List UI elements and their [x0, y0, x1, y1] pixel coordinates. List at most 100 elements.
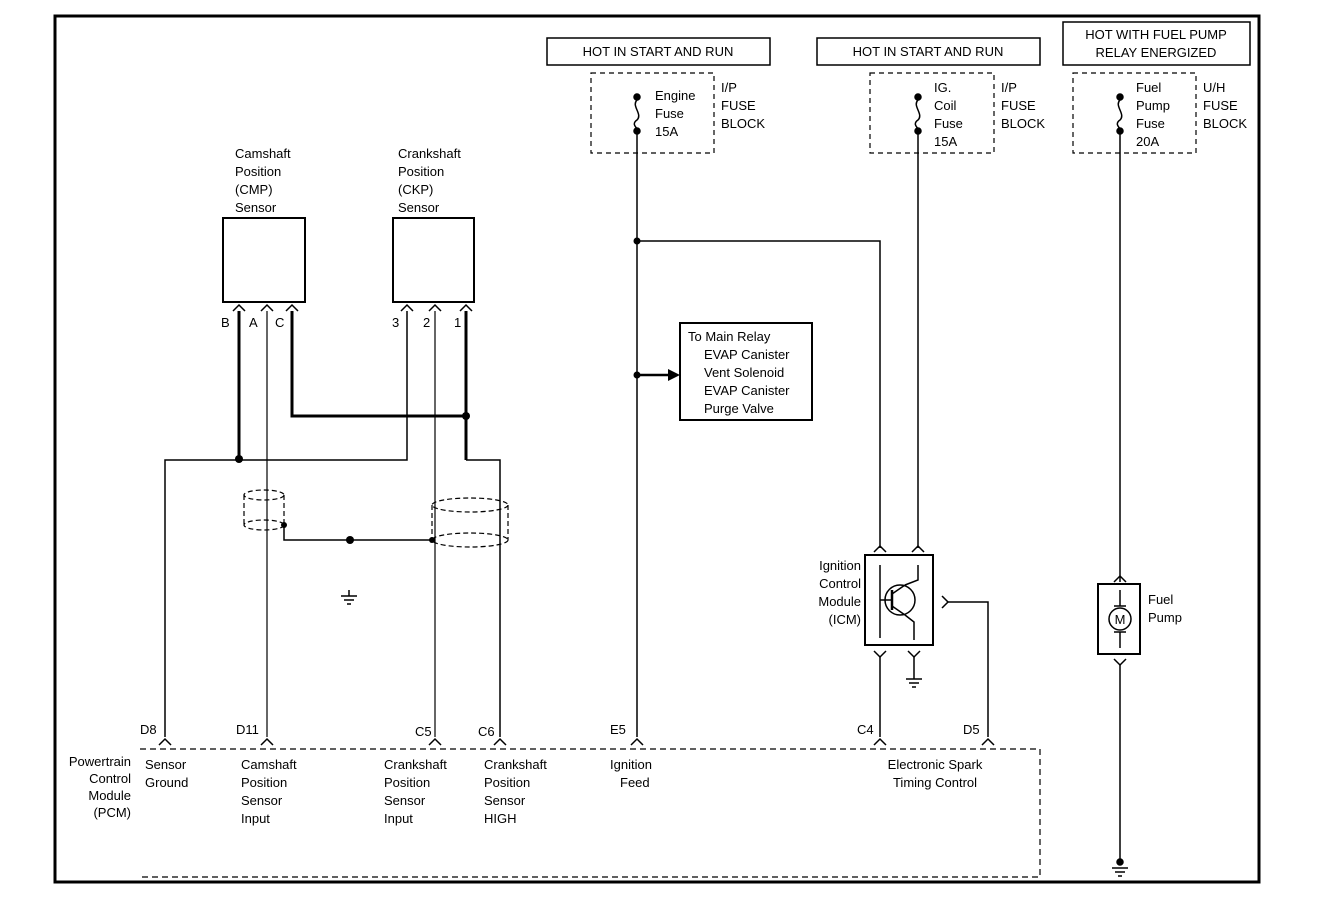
svg-text:IG.: IG. [934, 80, 951, 95]
shield-ckp [431, 497, 509, 548]
cmp-sensor-label: Camshaft Position (CMP) Sensor [235, 146, 291, 215]
svg-text:Crankshaft: Crankshaft [398, 146, 461, 161]
svg-text:D5: D5 [963, 722, 980, 737]
fuse-symbol-coil [914, 93, 922, 135]
icm-wires [879, 601, 989, 737]
svg-text:20A: 20A [1136, 134, 1159, 149]
svg-text:FUSE: FUSE [1001, 98, 1036, 113]
svg-text:1: 1 [454, 315, 461, 330]
svg-text:(CMP): (CMP) [235, 182, 273, 197]
svg-text:Input: Input [241, 811, 270, 826]
svg-text:Sensor: Sensor [398, 200, 440, 215]
shield-cmp [243, 489, 285, 531]
svg-text:Crankshaft: Crankshaft [384, 757, 447, 772]
svg-text:Fuse: Fuse [655, 106, 684, 121]
svg-text:Pump: Pump [1136, 98, 1170, 113]
svg-text:C: C [275, 315, 284, 330]
header-pump-line2: RELAY ENERGIZED [1096, 45, 1217, 60]
svg-text:BLOCK: BLOCK [1001, 116, 1045, 131]
ignition-feed-wires [636, 131, 881, 737]
svg-text:(PCM): (PCM) [93, 805, 131, 820]
svg-text:Control: Control [89, 771, 131, 786]
main-relay-box [679, 322, 813, 421]
svg-text:Fuse: Fuse [1136, 116, 1165, 131]
svg-text:Camshaft: Camshaft [241, 757, 297, 772]
header-coil: HOT IN START AND RUN [853, 44, 1004, 59]
svg-text:To Main Relay: To Main Relay [688, 329, 771, 344]
svg-text:Electronic Spark: Electronic Spark [888, 757, 983, 772]
icm-transistor-icon [879, 565, 919, 640]
svg-text:Pump: Pump [1148, 610, 1182, 625]
svg-text:Ignition: Ignition [819, 558, 861, 573]
svg-text:Position: Position [235, 164, 281, 179]
svg-text:Position: Position [484, 775, 530, 790]
svg-text:BLOCK: BLOCK [721, 116, 765, 131]
feed-splices [633, 237, 680, 381]
header-pump-line1: HOT WITH FUEL PUMP [1085, 27, 1227, 42]
fuse-block-label-coil: I/P FUSE BLOCK [1001, 80, 1045, 131]
svg-text:Sensor: Sensor [145, 757, 187, 772]
pcm-sensor-ground-label: Sensor Ground [145, 757, 188, 790]
svg-text:I/P: I/P [1001, 80, 1017, 95]
svg-text:FUSE: FUSE [721, 98, 756, 113]
svg-text:C6: C6 [478, 724, 495, 739]
sensor-connectors [232, 303, 473, 312]
svg-text:Fuse: Fuse [934, 116, 963, 131]
svg-text:Vent Solenoid: Vent Solenoid [704, 365, 784, 380]
svg-text:Timing Control: Timing Control [893, 775, 977, 790]
pcm-crank-high-label: Crankshaft Position Sensor HIGH [484, 757, 547, 826]
svg-text:Coil: Coil [934, 98, 957, 113]
pcm-est-label: Electronic Spark Timing Control [888, 757, 983, 790]
svg-text:Purge Valve: Purge Valve [704, 401, 774, 416]
fuse-block-coil [869, 72, 995, 154]
pcm-cam-input-label: Camshaft Position Sensor Input [241, 757, 297, 826]
svg-text:Crankshaft: Crankshaft [484, 757, 547, 772]
svg-text:15A: 15A [655, 124, 678, 139]
svg-text:Sensor: Sensor [241, 793, 283, 808]
fuse-block-pump [1072, 72, 1197, 154]
header-box-pump [1062, 21, 1251, 66]
svg-text:15A: 15A [934, 134, 957, 149]
pcm-crank-input-label: Crankshaft Position Sensor Input [384, 757, 447, 826]
svg-text:Module: Module [818, 594, 861, 609]
svg-text:(ICM): (ICM) [829, 612, 862, 627]
fuse-label-coil: IG. Coil Fuse 15A [934, 80, 963, 149]
svg-text:Position: Position [384, 775, 430, 790]
ckp-sensor-label: Crankshaft Position (CKP) Sensor [398, 146, 461, 215]
svg-text:Sensor: Sensor [384, 793, 426, 808]
motor-icon [1108, 607, 1132, 631]
svg-text:Fuel: Fuel [1148, 592, 1173, 607]
svg-text:E5: E5 [610, 722, 626, 737]
fuse-symbol-engine [633, 93, 641, 135]
svg-text:Position: Position [398, 164, 444, 179]
svg-text:Position: Position [241, 775, 287, 790]
svg-text:Control: Control [819, 576, 861, 591]
fuse-block-engine [590, 72, 715, 154]
fuse-label-pump: Fuel Pump Fuse 20A [1136, 80, 1170, 149]
motor-symbol: M [1115, 612, 1126, 627]
icm-ground-icon [906, 676, 922, 688]
svg-text:Input: Input [384, 811, 413, 826]
svg-text:Camshaft: Camshaft [235, 146, 291, 161]
diagram-frame [53, 14, 1261, 884]
fuse-label-engine: Engine Fuse 15A [655, 88, 695, 139]
header-engine: HOT IN START AND RUN [583, 44, 734, 59]
svg-text:U/H: U/H [1203, 80, 1225, 95]
fuse-block-label-pump: U/H FUSE BLOCK [1203, 80, 1247, 131]
svg-text:HIGH: HIGH [484, 811, 517, 826]
svg-text:D11: D11 [236, 722, 259, 737]
cmp-sensor-box [222, 217, 306, 303]
pcm-connectors [158, 737, 995, 746]
svg-text:Fuel: Fuel [1136, 80, 1161, 95]
svg-text:Ignition: Ignition [610, 757, 652, 772]
ckp-sensor-box [392, 217, 475, 303]
sensor-wires [164, 311, 501, 737]
svg-text:D8: D8 [140, 722, 157, 737]
pcm-label: Powertrain Control Module (PCM) [69, 754, 131, 820]
svg-text:Powertrain: Powertrain [69, 754, 131, 769]
svg-text:EVAP Canister: EVAP Canister [704, 383, 790, 398]
fuse-block-label-engine: I/P FUSE BLOCK [721, 80, 765, 131]
svg-text:B: B [221, 315, 230, 330]
header-box-coil [816, 37, 1041, 66]
sensor-pin-labels: B A C 3 2 1 [221, 315, 461, 330]
